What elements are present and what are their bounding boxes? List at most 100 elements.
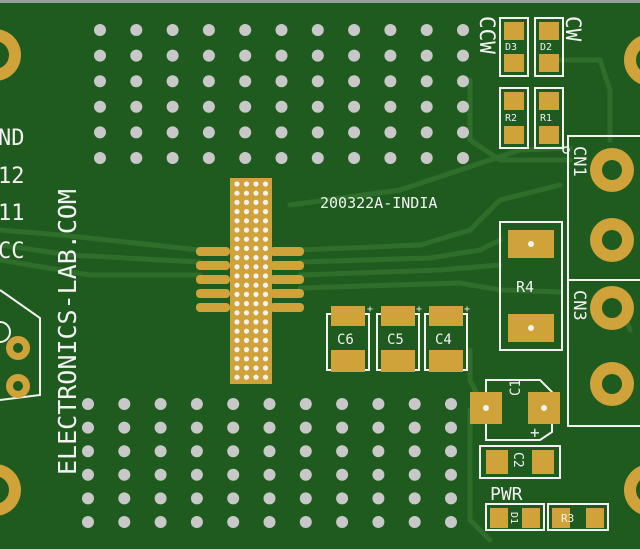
breakout-dot — [262, 365, 269, 371]
perfboard-hole — [130, 152, 143, 164]
breakout-dot — [234, 209, 240, 215]
perfboard-hole — [227, 398, 240, 410]
perfboard-hole — [263, 492, 276, 505]
perfboard-hole — [154, 516, 167, 528]
breakout-dot — [253, 255, 259, 261]
perfboard-hole — [336, 421, 349, 434]
perfboard-hole — [420, 100, 433, 113]
perfboard-hole — [408, 516, 421, 528]
perfboard-hole — [202, 75, 215, 88]
perfboard-hole — [420, 152, 433, 164]
breakout-dot — [243, 365, 250, 371]
perfboard-hole — [348, 126, 361, 139]
breakout-dot — [234, 337, 240, 343]
breakout-dot — [234, 310, 240, 316]
perfboard-hole — [445, 468, 457, 481]
component-label: R4 — [516, 278, 534, 296]
perfboard-hole — [311, 24, 324, 36]
breakout-dot — [243, 227, 250, 233]
perfboard-hole — [457, 100, 469, 113]
perfboard-hole — [130, 100, 143, 113]
breakout-dot — [262, 291, 269, 297]
perfboard-hole — [348, 75, 361, 88]
mounting-holes — [0, 29, 640, 516]
perfboard-hole — [239, 75, 252, 88]
perfboard-hole — [384, 152, 397, 164]
breakout-dot — [234, 301, 240, 307]
perfboard-hole — [166, 24, 179, 36]
polarity-mark: + — [416, 304, 422, 315]
polarity-mark: + — [367, 304, 373, 315]
perfboard-holes-top — [94, 24, 469, 164]
perfboard-hole — [118, 398, 131, 410]
perfboard-hole — [154, 445, 167, 458]
perfboard-hole — [420, 75, 433, 88]
breakout-dot — [253, 199, 259, 205]
perfboard-hole — [239, 100, 252, 113]
perfboard-hole — [445, 445, 457, 458]
perfboard-hole — [336, 468, 349, 481]
capacitor-c5: C5 + — [376, 304, 422, 372]
perfboard-hole — [82, 516, 94, 528]
breakout-dot — [262, 374, 269, 380]
capacitor-c6: C6 + — [326, 304, 373, 372]
perfboard-hole — [275, 24, 288, 36]
perfboard-hole — [166, 75, 179, 88]
breakout-dot — [243, 264, 250, 270]
perfboard-hole — [130, 75, 143, 88]
breakout-dot — [262, 319, 269, 325]
perfboard-hole — [311, 152, 324, 164]
breakout-dot — [234, 236, 240, 242]
breakout-dot — [234, 291, 240, 297]
breakout-dot — [262, 337, 269, 343]
breakout-dot — [253, 190, 259, 196]
perfboard-hole — [154, 468, 167, 481]
perfboard-hole — [348, 152, 361, 164]
perfboard-hole — [130, 49, 143, 62]
perfboard-hole — [227, 492, 240, 505]
edge-label: 11 — [0, 201, 25, 226]
perfboard-hole — [372, 398, 385, 410]
edge-label: ND — [0, 126, 25, 151]
perfboard-hole — [420, 126, 433, 139]
breakout-dot — [243, 190, 250, 196]
breakout-dot — [262, 209, 269, 215]
perfboard-hole — [82, 421, 94, 434]
perfboard-hole — [239, 152, 252, 164]
breakout-dot — [243, 199, 250, 205]
perfboard-hole — [299, 421, 312, 434]
component-label: D2 — [540, 42, 552, 53]
breakout-dot — [262, 227, 269, 233]
perfboard-hole — [82, 492, 94, 505]
perfboard-hole — [408, 398, 421, 410]
perfboard-hole — [263, 445, 276, 458]
perfboard-hole — [82, 398, 94, 410]
breakout-dot — [262, 310, 269, 316]
breakout-dot — [262, 190, 269, 196]
perfboard-hole — [263, 516, 276, 528]
perfboard-hole — [275, 75, 288, 88]
breakout-dot — [253, 218, 259, 224]
component-label: C5 — [387, 332, 404, 348]
breakout-dot — [262, 273, 269, 279]
perfboard-hole — [445, 398, 457, 410]
perfboard-hole — [457, 126, 469, 139]
perfboard-hole — [263, 398, 276, 410]
breakout-dot — [243, 374, 250, 380]
perfboard-hole — [457, 24, 469, 36]
breakout-dot — [253, 227, 259, 233]
connector-label: CN1 — [569, 146, 589, 177]
breakout-dot — [262, 328, 269, 334]
breakout-dot — [234, 255, 240, 261]
perfboard-hole — [94, 75, 106, 88]
perfboard-hole — [118, 468, 131, 481]
perfboard-hole — [154, 398, 167, 410]
perfboard-hole — [384, 126, 397, 139]
perfboard-hole — [202, 152, 215, 164]
perfboard-hole — [311, 126, 324, 139]
breakout-dot — [234, 190, 240, 196]
resistor-r2: R2 — [499, 87, 529, 149]
breakout-dot — [234, 218, 240, 224]
breakout-dot — [262, 236, 269, 242]
